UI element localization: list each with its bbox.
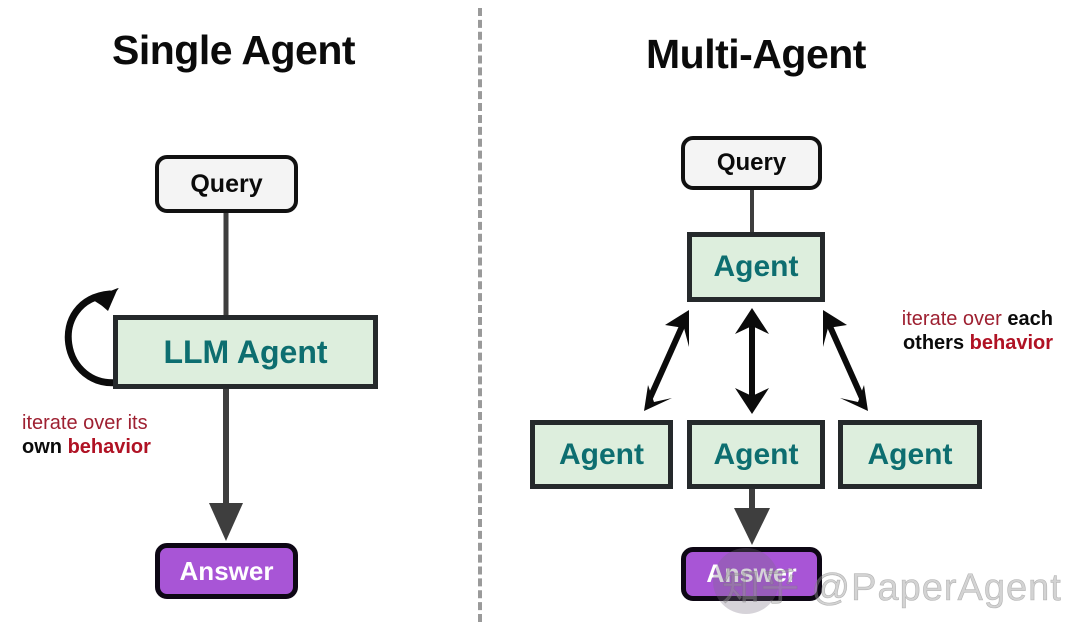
annotation-left-line1: iterate over its bbox=[22, 412, 151, 436]
node-agent-worker-3[interactable]: Agent bbox=[838, 420, 982, 489]
panel-title-multi-agent: Multi-Agent bbox=[646, 31, 866, 77]
panel-title-single-agent: Single Agent bbox=[112, 27, 356, 73]
node-llm-agent[interactable]: LLM Agent bbox=[113, 315, 378, 389]
annotation-left-line2: own behavior bbox=[22, 436, 151, 460]
annotation-right-each-text: each bbox=[1007, 308, 1053, 330]
annotation-left-iterate-text: iterate over its bbox=[22, 412, 148, 434]
annotation-right: iterate over each others behavior bbox=[873, 308, 1053, 355]
annotation-right-iterate-text: iterate over bbox=[901, 308, 1002, 330]
watermark-text: 知乎 @PaperAgent bbox=[722, 567, 1062, 610]
node-query-left[interactable]: Query bbox=[155, 155, 298, 213]
annotation-right-line1: iterate over each bbox=[873, 308, 1053, 332]
annotation-right-others-text: others bbox=[902, 331, 965, 354]
annotation-left-own-text: own bbox=[22, 435, 62, 458]
watermark-logo-icon bbox=[713, 548, 779, 614]
annotation-right-behavior-text: behavior bbox=[969, 331, 1053, 354]
annotation-right-line2: others behavior bbox=[873, 332, 1053, 356]
panel-divider bbox=[478, 8, 482, 622]
node-answer-right[interactable]: Answer bbox=[681, 547, 822, 601]
annotation-left-behavior-text: behavior bbox=[67, 435, 151, 458]
node-query-right[interactable]: Query bbox=[681, 136, 822, 190]
node-agent-orchestrator[interactable]: Agent bbox=[687, 232, 825, 302]
node-answer-left[interactable]: Answer bbox=[155, 543, 298, 599]
node-agent-worker-1[interactable]: Agent bbox=[530, 420, 673, 489]
node-agent-worker-2[interactable]: Agent bbox=[687, 420, 825, 489]
annotation-left: iterate over its own behavior bbox=[22, 412, 151, 459]
